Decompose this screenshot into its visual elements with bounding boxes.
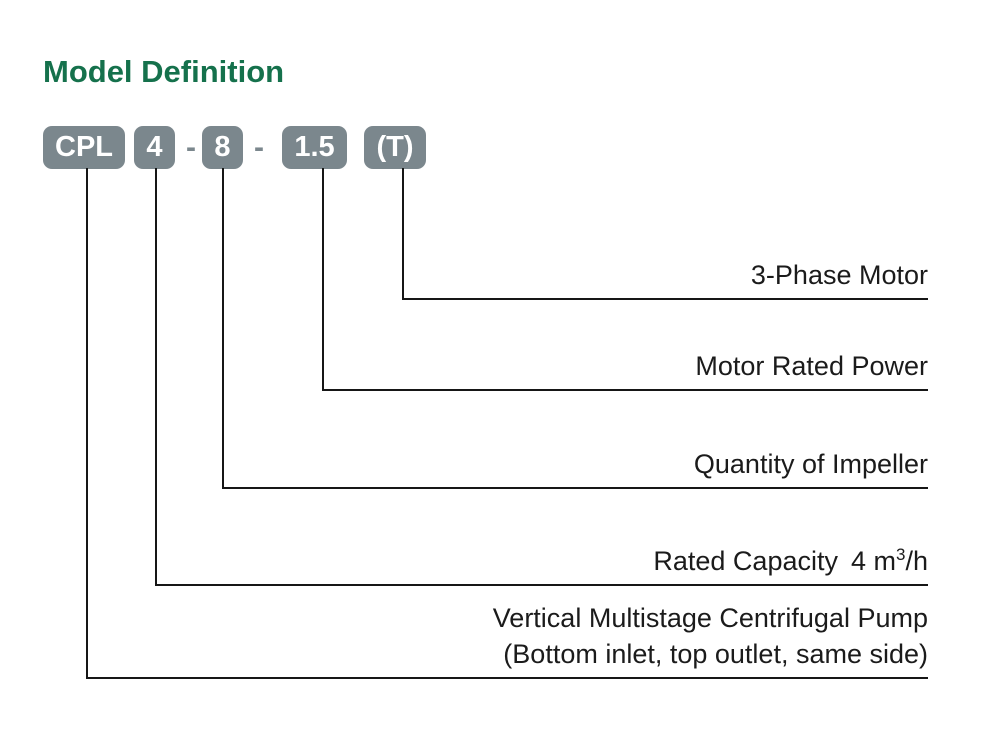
connector-horizontal-impeller bbox=[222, 487, 928, 489]
model-code: CPL 4 - 8 - 1.5 (T) bbox=[43, 126, 426, 169]
model-code-segment-series: CPL bbox=[43, 126, 125, 169]
callout-label-capacity: Rated Capacity 4 m3/h bbox=[653, 543, 928, 579]
model-code-separator: - bbox=[254, 131, 264, 164]
connector-vertical-phase bbox=[402, 168, 404, 298]
callout-label-power: Motor Rated Power bbox=[695, 351, 928, 381]
model-code-segment-phase: (T) bbox=[364, 126, 426, 169]
capacity-value: 4 m bbox=[850, 546, 896, 576]
connector-horizontal-power bbox=[322, 389, 928, 391]
model-code-segment-power: 1.5 bbox=[282, 126, 347, 169]
page-title: Model Definition bbox=[43, 54, 285, 89]
connector-vertical-impeller bbox=[222, 168, 224, 487]
callout-label-impeller: Quantity of Impeller bbox=[693, 449, 928, 479]
model-code-segment-impellers: 8 bbox=[202, 126, 243, 169]
model-code-separator: - bbox=[186, 131, 196, 164]
connector-horizontal-phase bbox=[402, 298, 928, 300]
callout-label-phase: 3-Phase Motor bbox=[750, 260, 928, 290]
model-code-segment-capacity: 4 bbox=[134, 126, 175, 169]
capacity-superscript: 3 bbox=[896, 545, 906, 564]
capacity-unit-suffix: /h bbox=[905, 546, 928, 576]
pump-type-line2: (Bottom inlet, top outlet, same side) bbox=[503, 639, 928, 669]
connector-vertical-capacity bbox=[155, 168, 157, 584]
connector-vertical-power bbox=[322, 168, 324, 389]
connector-horizontal-capacity bbox=[155, 584, 928, 586]
connector-vertical-type bbox=[86, 168, 88, 677]
capacity-label-text: Rated Capacity bbox=[653, 546, 838, 576]
callout-label-pump-type: Vertical Multistage Centrifugal Pump (Bo… bbox=[493, 600, 928, 672]
connector-horizontal-type bbox=[86, 677, 928, 679]
pump-type-line1: Vertical Multistage Centrifugal Pump bbox=[492, 603, 928, 633]
